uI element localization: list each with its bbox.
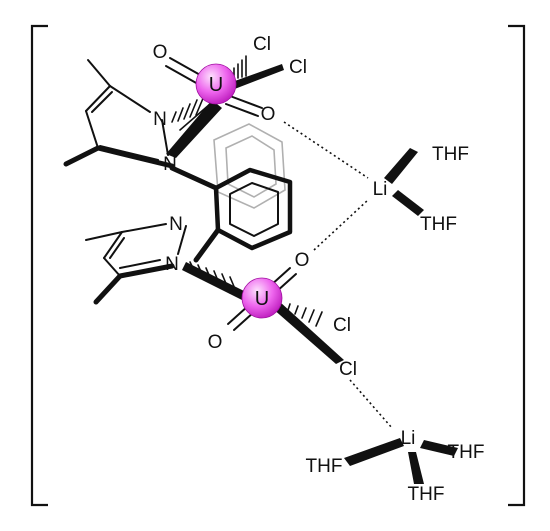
atom-label-li-upper: Li (373, 179, 388, 200)
atom-label-lower-o-axial: O (208, 332, 223, 353)
upper-uranium-bonds (165, 55, 284, 158)
atom-label-upper-cl-b: Cl (289, 57, 307, 78)
lower-uranium-center: U (241, 277, 283, 319)
atom-label-li-lower-thf-b: THF (448, 442, 485, 463)
atom-label-upper-cl-a: Cl (253, 34, 271, 55)
dotted-interactions (283, 121, 393, 429)
atom-label-n4: N (165, 254, 179, 275)
lower-pyrazole-ring (85, 223, 187, 305)
lithium-thf-bonds (344, 148, 458, 484)
lower-uranium-label: U (255, 288, 269, 310)
atom-label-li-lower: Li (401, 428, 416, 449)
atom-label-upper-o-axial: O (153, 42, 168, 63)
square-brackets (30, 24, 526, 507)
atom-label-li-lower-thf-a: THF (306, 456, 343, 477)
atom-label-li-lower-thf-c: THF (408, 484, 445, 505)
atom-label-n1: N (153, 109, 167, 130)
atom-label-n3: N (169, 214, 183, 235)
atom-label-li-upper-thf-a: THF (432, 144, 469, 165)
atom-label-lower-cl-a: Cl (333, 315, 351, 336)
cl-li-contact (349, 379, 393, 429)
o-li-contact-upper (283, 121, 369, 179)
atom-label-lower-cl-b: Cl (339, 359, 357, 380)
atom-label-lower-o-bridge: O (295, 250, 310, 271)
back-phenyl-ring (213, 123, 286, 209)
atom-label-upper-o-bridge: O (261, 104, 276, 125)
o-li-contact-lower (313, 199, 369, 251)
upper-uranium-label: U (209, 74, 223, 96)
atom-label-li-upper-thf-b: THF (420, 214, 457, 235)
lower-uranium-bonds (182, 261, 344, 364)
left-bracket (30, 24, 48, 507)
atom-labels: O Cl Cl O N N N N O O Cl Cl Li THF THF L… (153, 34, 485, 505)
front-phenyl-ring (169, 165, 293, 263)
upper-uranium-center: U (195, 63, 237, 105)
right-bracket (508, 24, 526, 507)
atom-label-n2: N (163, 154, 177, 175)
upper-pyrazole-ring (63, 59, 175, 169)
